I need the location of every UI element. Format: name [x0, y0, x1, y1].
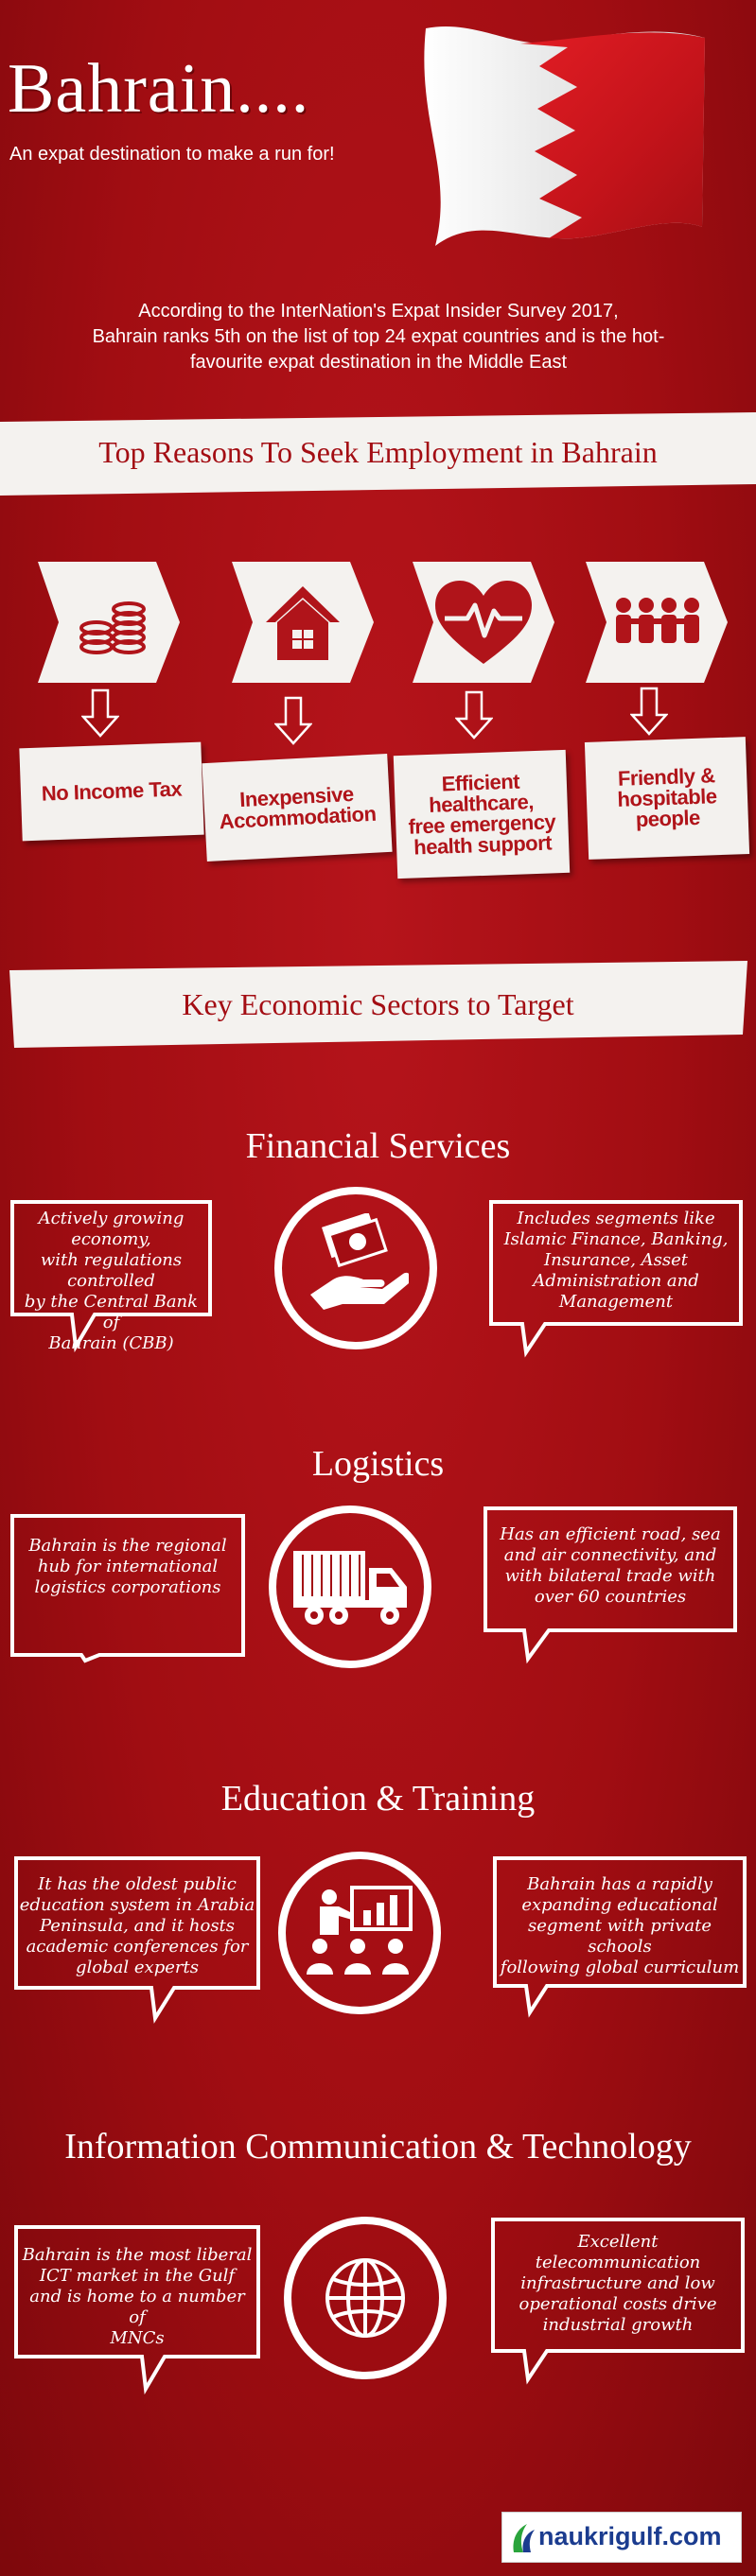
reason-card: Efficient healthcare, free emergency hea…	[393, 749, 571, 879]
bubble-line: Bahrain has a rapidly	[527, 1874, 712, 1894]
heartbeat-icon	[435, 581, 532, 664]
logo-text: naukrigulf.com	[538, 2522, 722, 2550]
bubble-line: global experts	[76, 1958, 199, 1977]
bubble-line: over 60 countries	[534, 1587, 687, 1607]
reasons-banner: Top Reasons To Seek Employment in Bahrai…	[0, 409, 756, 496]
bubble-line: Bahrain (CBB)	[48, 1333, 174, 1353]
bubble-line: It has the oldest public	[38, 1874, 237, 1894]
speech-bubble-right: Includes segments like Islamic Finance, …	[488, 1199, 744, 1358]
sector-title: Information Communication & Technology	[64, 2127, 692, 2167]
bubble-line: and air connectivity, and	[503, 1545, 717, 1565]
reason-chevron	[232, 562, 374, 683]
bubble-line: Actively growing economy,	[38, 1209, 185, 1249]
bubble-line: Peninsula, and it hosts	[39, 1916, 236, 1936]
bubble-line: academic conferences for	[26, 1937, 249, 1957]
speech-bubble-right: Excellent telecommunication infrastructu…	[490, 2217, 746, 2385]
survey-line: Bahrain ranks 5th on the list of top 24 …	[92, 326, 665, 347]
survey-line: According to the InterNation's Expat Ins…	[138, 301, 619, 322]
survey-line: favourite expat destination in the Middl…	[189, 352, 568, 373]
reason-label: Accommodation	[219, 801, 378, 834]
sectors-banner: Key Economic Sectors to Target	[0, 961, 756, 1048]
reasons-heading: Top Reasons To Seek Employment in Bahrai…	[98, 435, 658, 469]
speech-bubble-left: Bahrain is the most liberal ICT market i…	[13, 2224, 261, 2395]
arrow-down-icon	[274, 696, 312, 745]
sector-icon-circle	[269, 1506, 431, 1668]
sector-title: Logistics	[311, 1444, 445, 1484]
bubble-line: Administration and	[533, 1271, 699, 1291]
bahrain-flag-icon	[424, 26, 705, 247]
globe-icon	[325, 2258, 405, 2338]
bubble-line: education system in Arabia	[19, 1895, 255, 1915]
speech-bubble-right: Has an efficient road, sea and air conne…	[483, 1506, 738, 1664]
bubble-line: Bahrain is the most liberal	[22, 2245, 253, 2265]
bubble-line: Islamic Finance, Banking,	[503, 1229, 729, 1249]
reason-chevron	[413, 562, 554, 683]
bubble-line: Management	[558, 1292, 674, 1312]
truck-icon	[293, 1551, 407, 1625]
arrow-down-icon	[630, 687, 668, 736]
bubble-line: segment with private schools	[527, 1916, 712, 1957]
naukrigulf-mark-icon	[513, 2524, 535, 2552]
sector-title: Financial Services	[245, 1126, 511, 1166]
speech-bubble-right: Bahrain has a rapidly expanding educatio…	[492, 1855, 747, 2018]
bubble-line: Bahrain is the regional	[28, 1536, 227, 1556]
sector-icon-circle	[274, 1187, 437, 1349]
bubble-line: Has an efficient road, sea	[500, 1524, 721, 1544]
bubble-line: ICT market in the Gulf	[39, 2266, 236, 2286]
bubble-line: MNCs	[110, 2328, 165, 2348]
reason-chevron	[38, 562, 180, 683]
bubble-line: with regulations controlled	[40, 1250, 183, 1291]
money-hand-icon	[310, 1213, 409, 1310]
speech-bubble-left: Actively growing economy, with regulatio…	[9, 1199, 213, 1353]
bubble-line: hub for international	[37, 1557, 219, 1576]
bubble-line: Includes segments like	[517, 1209, 715, 1228]
reason-card: Inexpensive Accommodation	[202, 753, 393, 862]
bubble-line: and is home to a number of	[29, 2287, 245, 2327]
coins-icon	[79, 601, 146, 654]
bubble-line: Insurance, Asset	[544, 1250, 688, 1270]
reason-chevron	[586, 562, 728, 683]
arrow-down-icon	[81, 688, 119, 738]
bubble-line: operational costs drive	[519, 2294, 717, 2314]
presentation-icon	[307, 1886, 413, 1975]
bubble-line: telecommunication	[535, 2253, 701, 2272]
bubble-line: expanding educational	[521, 1895, 718, 1915]
sector-title: Education & Training	[220, 1779, 536, 1819]
reason-card: No Income Tax	[19, 741, 204, 842]
bubble-line: Excellent	[577, 2232, 659, 2252]
house-icon	[266, 586, 340, 660]
bubble-line: with bilateral trade with	[504, 1566, 716, 1586]
people-icon	[616, 598, 699, 643]
bubble-line: by the Central Bank of	[24, 1292, 199, 1332]
bubble-line: following global curriculum	[500, 1958, 740, 1977]
speech-bubble-left: It has the oldest public education syste…	[13, 1855, 261, 2024]
arrow-down-icon	[455, 690, 493, 740]
page-title: Bahrain....	[8, 50, 310, 128]
bubble-line: industrial growth	[542, 2315, 694, 2335]
reason-label: health support	[413, 830, 553, 860]
reason-card: Friendly & hospitable people	[584, 737, 750, 860]
page-subtitle: An expat destination to make a run for!	[9, 144, 335, 165]
sector-icon-circle	[278, 1852, 441, 2014]
reason-label: No Income Tax	[41, 776, 183, 806]
sectors-heading: Key Economic Sectors to Target	[182, 987, 574, 1021]
speech-bubble-left: Bahrain is the regional hub for internat…	[9, 1513, 246, 1664]
bubble-line: infrastructure and low	[520, 2273, 715, 2293]
survey-summary: According to the InterNation's Expat Ins…	[38, 299, 719, 375]
naukrigulf-logo[interactable]: naukrigulf.com	[501, 2512, 742, 2563]
bubble-line: logistics corporations	[34, 1577, 221, 1597]
sector-icon-circle	[284, 2217, 447, 2379]
